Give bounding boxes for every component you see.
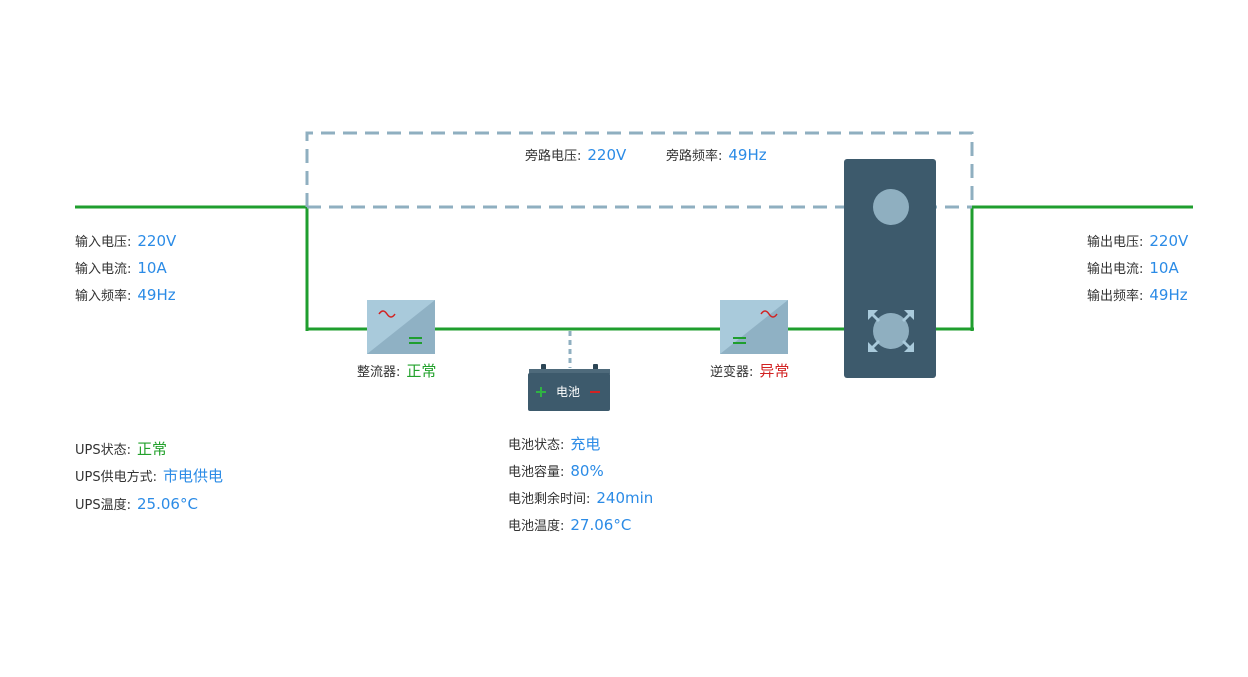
static-switch-panel [844,159,936,378]
battery-icon [528,364,610,411]
battery-capacity-label: 电池容量: [508,465,565,480]
rectifier-status-value: 正常 [406,362,437,380]
ac-wave-icon [378,310,396,318]
battery-capacity: 电池容量: 80% [508,462,604,482]
battery-remaining-time: 电池剩余时间: 240min [508,489,653,509]
ups-temperature-label: UPS温度: [75,498,131,513]
bypass-voltage: 旁路电压: 220V [525,146,626,166]
input-frequency-label: 输入频率: [75,289,132,304]
input-voltage-label: 输入电压: [75,235,132,250]
ups-temperature: UPS温度: 25.06°C [75,495,198,515]
battery-status-value: 充电 [570,435,601,453]
bypass-dashed-path [305,131,974,207]
input-frequency-value: 49Hz [137,286,176,304]
output-voltage: 输出电压: 220V [1087,232,1188,252]
battery-status-label: 电池状态: [508,438,565,453]
bypass-switch-circle [873,189,909,225]
ups-temperature-value: 25.06°C [137,495,198,513]
battery-icon-label: 电池 [556,385,581,399]
ups-status: UPS状态: 正常 [75,440,167,460]
input-current-value: 10A [137,259,167,277]
battery-capacity-value: 80% [570,462,604,480]
battery-remaining-label: 电池剩余时间: [508,492,591,507]
ups-power-mode: UPS供电方式: 市电供电 [75,467,223,487]
output-voltage-value: 220V [1149,232,1189,250]
rotating-arrows-icon [868,310,914,352]
inverter-switch-circle [873,313,909,349]
battery-status: 电池状态: 充电 [508,435,600,455]
battery-temperature: 电池温度: 27.06°C [508,516,631,536]
output-current-value: 10A [1149,259,1179,277]
output-voltage-label: 输出电压: [1087,235,1144,250]
input-current: 输入电流: 10A [75,259,167,279]
bypass-frequency-label: 旁路频率: [666,149,723,164]
inverter-status-label: 逆变器: [710,365,754,380]
battery-temperature-label: 电池温度: [508,519,565,534]
ac-wave-icon [760,310,778,318]
output-frequency-value: 49Hz [1149,286,1188,304]
ups-status-value: 正常 [137,440,168,458]
output-frequency-label: 输出频率: [1087,289,1144,304]
battery-temperature-value: 27.06°C [570,516,632,534]
output-frequency: 输出频率: 49Hz [1087,286,1188,306]
bypass-voltage-label: 旁路电压: [525,149,582,164]
output-current: 输出电流: 10A [1087,259,1179,279]
battery-remaining-value: 240min [596,489,654,507]
ups-status-label: UPS状态: [75,443,131,458]
inverter-status-value: 异常 [759,362,790,380]
bypass-frequency: 旁路频率: 49Hz [666,146,767,166]
bypass-voltage-value: 220V [587,146,627,164]
inverter-status: 逆变器: 异常 [710,362,789,382]
ups-power-mode-label: UPS供电方式: [75,470,157,485]
output-current-label: 输出电流: [1087,262,1144,277]
inverter-box [720,300,788,354]
input-frequency: 输入频率: 49Hz [75,286,176,306]
input-voltage-value: 220V [137,232,177,250]
ups-power-mode-value: 市电供电 [163,467,224,485]
bypass-frequency-value: 49Hz [728,146,767,164]
input-voltage: 输入电压: 220V [75,232,176,252]
input-current-label: 输入电流: [75,262,132,277]
rectifier-status: 整流器: 正常 [357,362,436,382]
rectifier-box [367,300,435,354]
rectifier-status-label: 整流器: [357,365,401,380]
